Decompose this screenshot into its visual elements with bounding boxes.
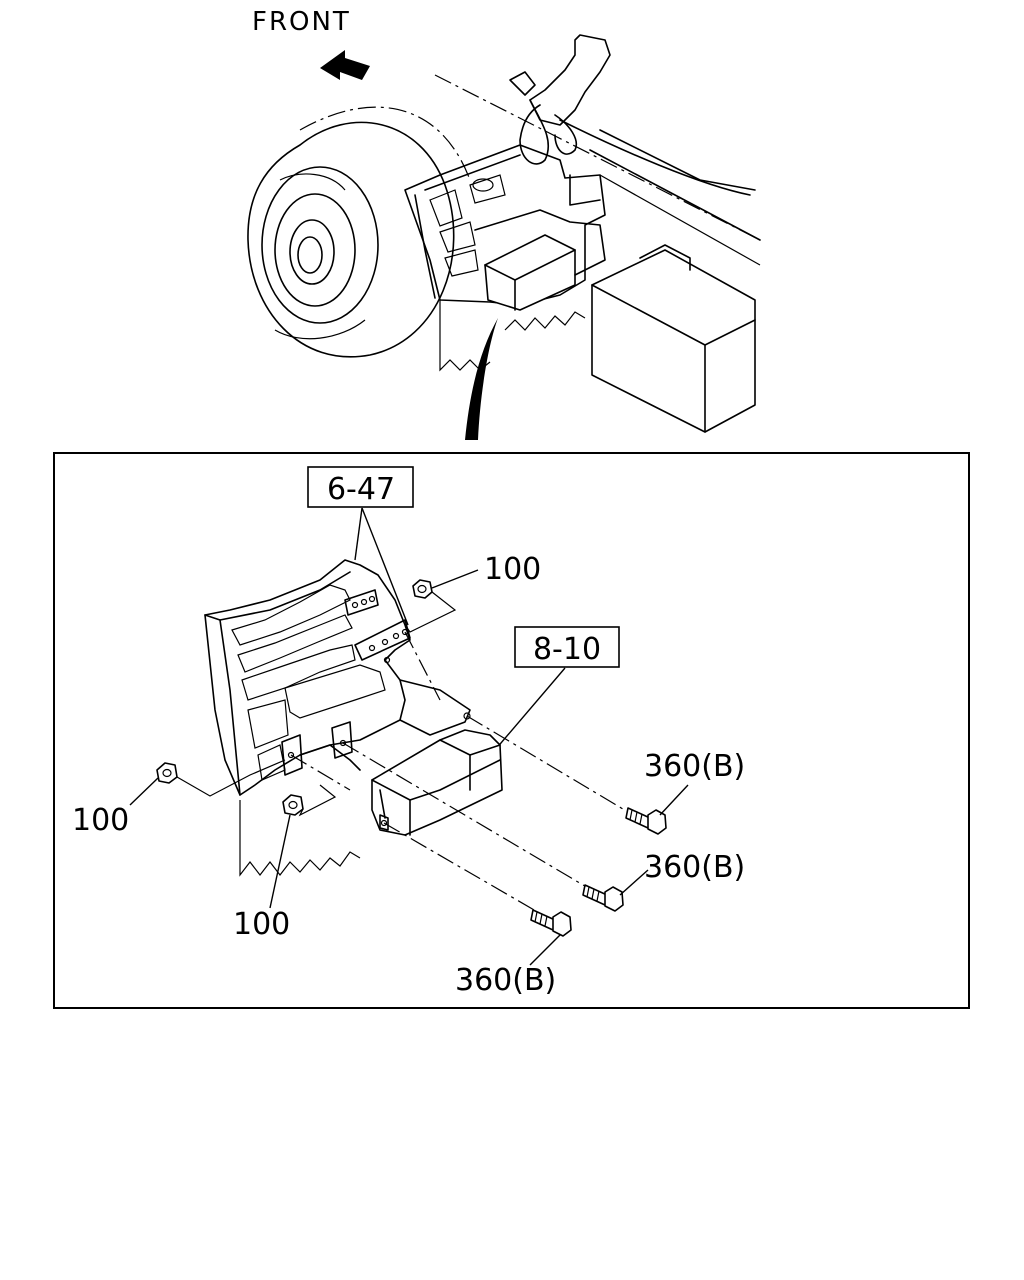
callout-8-10: 8-10 xyxy=(494,626,620,751)
bolt-lower-icon xyxy=(530,909,572,937)
bolt-upper-icon xyxy=(625,807,667,835)
part-label-bolt-lower: 360(B) xyxy=(455,963,556,998)
bracket-assembly-overview xyxy=(404,144,606,372)
detail-frame xyxy=(53,452,970,1009)
nut-left-icon xyxy=(156,759,286,797)
relay-box-detail xyxy=(371,729,503,836)
nut-bottom-icon xyxy=(282,784,337,817)
callout-6-47: 6-47 xyxy=(307,466,414,626)
front-label: FRONT xyxy=(252,7,351,37)
nut-top-icon xyxy=(404,579,457,633)
part-leaders xyxy=(129,569,689,966)
callout-8-10-label: 8-10 xyxy=(533,632,601,667)
part-label-bolt-middle: 360(B) xyxy=(644,850,745,885)
frame-rails xyxy=(434,74,761,266)
vehicle-overview: FRONT xyxy=(247,7,761,440)
tire-drawing xyxy=(247,106,471,358)
bracket-detail xyxy=(204,559,471,877)
part-label-nut-top: 100 xyxy=(484,552,541,587)
front-arrow-icon xyxy=(320,50,370,80)
hanger-bracket xyxy=(509,34,611,165)
part-label-bolt-upper: 360(B) xyxy=(644,749,745,784)
part-label-nut-bottom: 100 xyxy=(233,907,290,942)
part-label-nut-left: 100 xyxy=(72,803,129,838)
bolt-middle-icon xyxy=(582,884,624,912)
callout-6-47-label: 6-47 xyxy=(327,472,395,507)
detail-pointer xyxy=(465,318,498,440)
battery-box xyxy=(591,244,756,433)
mounting-lines xyxy=(290,631,639,919)
